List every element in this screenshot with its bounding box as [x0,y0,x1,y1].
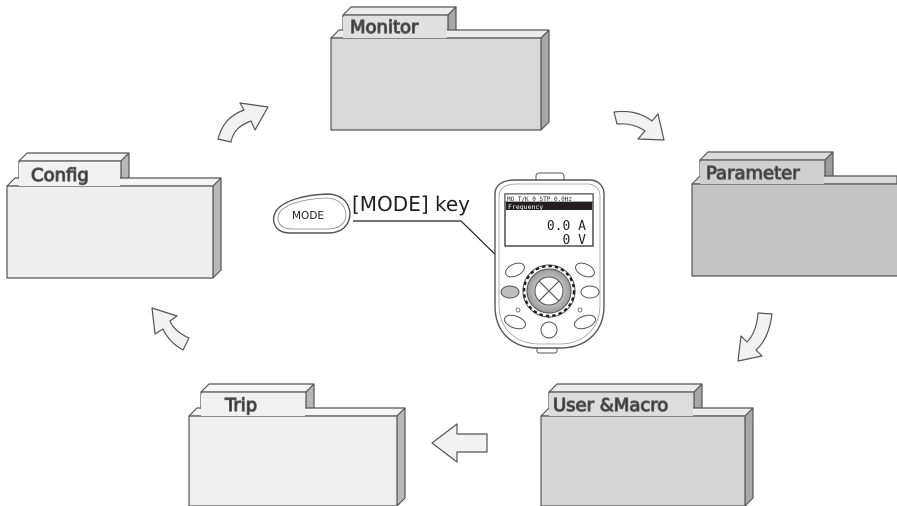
arrow-trip-to-config [151,307,190,351]
lcd-line2: 0.0 A [547,219,586,234]
lcd-status-row: MO T/K 0 STP 0.0Hz [507,196,572,203]
trip-label: Trip [224,395,257,416]
keypad-side-keys [500,262,600,339]
arrow-parameter-to-user-macro [737,312,773,362]
parameter-label: Parameter [706,163,800,184]
user-macro-label: User &Macro [553,395,668,416]
user-macro-folder: User &Macro [540,383,754,506]
leader-line [353,220,510,269]
arrow-config-to-monitor [217,102,269,143]
monitor-label: Monitor [350,17,419,38]
navigation-ring [522,264,576,318]
config-folder: Config [6,152,222,279]
keypad-device: MO T/K 0 STP 0.0Hz Frequency 0.0 A 0 V [494,172,605,354]
mode-key-caption: [MODE] key [352,192,470,216]
parameter-folder: Parameter [691,151,897,277]
lcd-line1: Frequency [508,203,543,211]
monitor-folder: Monitor [330,6,550,131]
trip-folder: Trip [188,383,406,506]
mode-button-label: MODE [292,210,324,222]
arrow-user-macro-to-trip [431,423,488,463]
arrow-monitor-to-parameter [613,110,665,141]
lcd-line3: 0 V [563,233,587,248]
config-label: Config [31,165,89,186]
mode-key-callout: MODE [MODE] key [272,192,510,269]
